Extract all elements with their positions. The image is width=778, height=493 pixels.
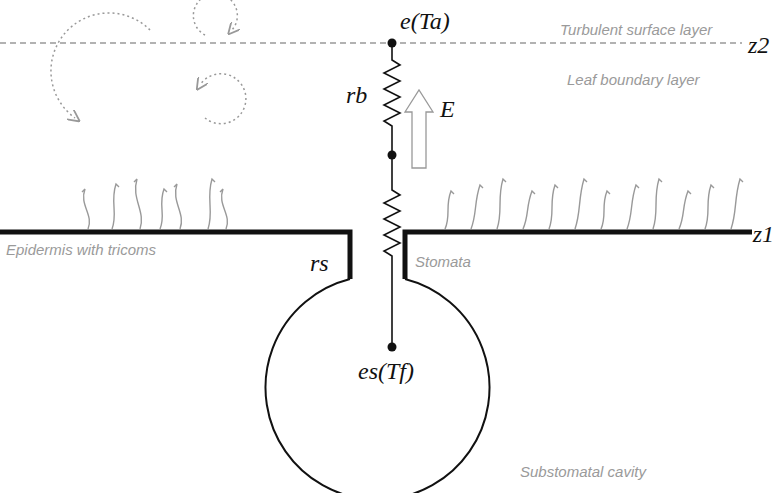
region-label: Turbulent surface layer <box>560 22 712 39</box>
part-label: Stomata <box>415 254 471 271</box>
substomatal-cavity <box>266 279 490 493</box>
resistor-symbol <box>384 43 400 347</box>
trichomes <box>82 179 743 229</box>
resistance-label: rb <box>346 82 367 108</box>
flux-label: E <box>440 96 455 122</box>
vapour-pressure-label: es(Tf) <box>358 358 414 384</box>
z2-line <box>0 42 742 43</box>
epidermis <box>0 232 752 279</box>
eddies <box>51 0 246 124</box>
flux-arrow <box>405 90 433 168</box>
region-label: Leaf boundary layer <box>567 72 700 89</box>
part-label: Epidermis with tricoms <box>6 242 156 259</box>
node-dots <box>388 39 397 352</box>
height-label: z1 <box>753 221 774 247</box>
vapour-pressure-label: e(Ta) <box>400 8 450 34</box>
resistance-label: rs <box>310 250 329 276</box>
height-label: z2 <box>748 32 769 58</box>
part-label: Substomatal cavity <box>520 464 646 481</box>
